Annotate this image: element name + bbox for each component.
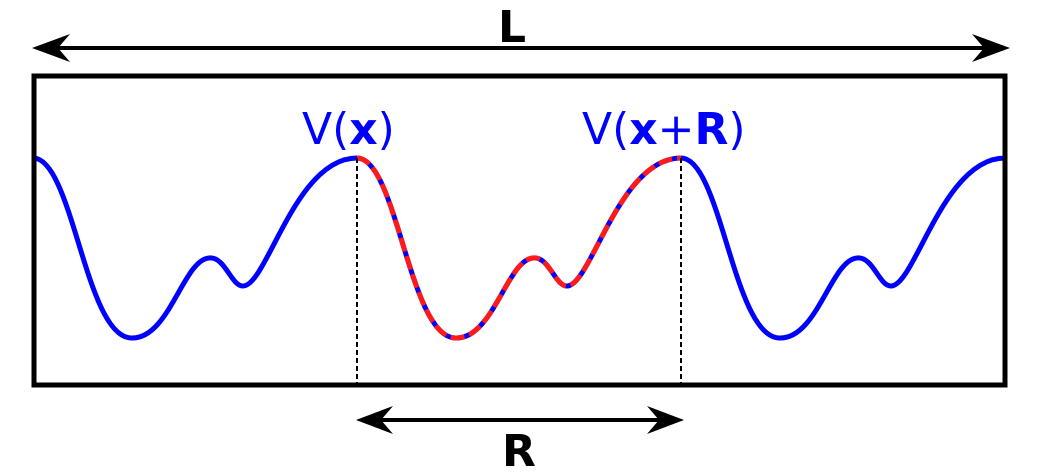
label-v-x-plus-r: V(x+R) (582, 104, 746, 155)
potential-curve-group (34, 155, 1005, 341)
period-arrow (356, 406, 684, 434)
period-label: R (502, 426, 536, 472)
label-v-x: V(x) (302, 104, 395, 155)
length-arrow (32, 34, 1010, 62)
domain-box (31, 73, 1008, 388)
potential-curve (34, 155, 1005, 341)
highlighted-period-segment (356, 155, 682, 341)
length-label: L (498, 2, 526, 53)
